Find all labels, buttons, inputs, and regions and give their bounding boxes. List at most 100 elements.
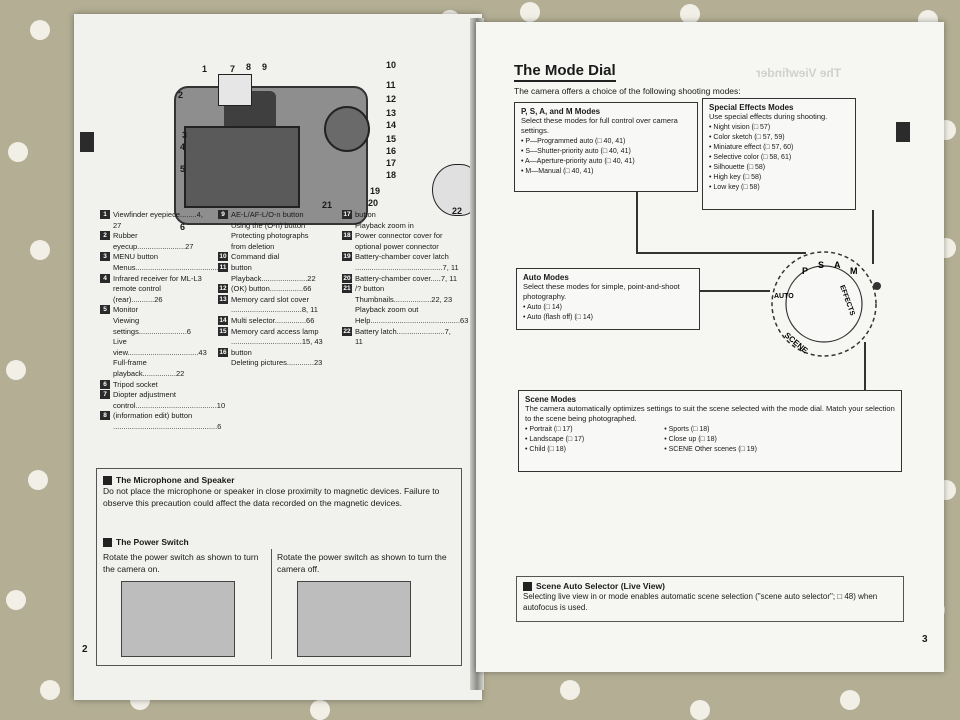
power-on-illustration [121,581,235,657]
callout-15: 15 [386,134,397,144]
callout-10: 10 [386,60,397,70]
callout-5: 5 [180,164,186,174]
callout-21: 21 [322,200,333,210]
list-item: Low key (□ 58) [709,183,849,193]
left-page: 1 2 3 4 5 6 7 8 9 10 11 12 13 14 15 16 1… [74,14,482,700]
connector-line [700,290,770,292]
note-icon [103,475,112,485]
callout-1: 1 [202,64,208,74]
list-item: Color sketch (□ 57, 59) [709,133,849,143]
box-title: Scene Modes [525,395,577,404]
callout-11: 11 [386,80,396,90]
box-title: Auto Modes [523,273,569,282]
list-item: M—Manual (□ 40, 41) [521,167,691,177]
callout-6: 6 [180,222,186,232]
callout-14: 14 [386,120,397,130]
note-text: Selecting live view in or mode enables a… [523,592,878,612]
callout-20: 20 [368,198,379,208]
box-description: Select these modes for simple, point-and… [523,282,680,301]
list-item: Child (□ 18) [525,445,584,455]
box-description: Select these modes for full control over… [521,116,678,135]
special-effects-box: Special Effects Modes Use special effect… [702,98,856,210]
callout-8: 8 [246,62,252,72]
dial-label-A: A [834,260,841,270]
section-tab [80,132,94,152]
note-title: Scene Auto Selector (Live View) [536,581,665,591]
list-item: Close up (□ 18) [664,435,757,445]
list-item: SCENE Other scenes (□ 19) [664,445,757,455]
monitor-illustration [184,126,300,208]
connector-line [636,252,806,254]
note-title: The Microphone and Speaker [116,475,235,485]
callout-22: 22 [452,206,463,216]
dial-label-auto: AUTO [774,293,794,300]
psam-modes-box: P, S, A, and M Modes Select these modes … [514,102,698,192]
power-on-text: Rotate the power switch as shown to turn… [103,552,259,574]
dial-indicator-dot [873,282,881,290]
list-item: High key (□ 58) [709,173,849,183]
box-description: Use special effects during shooting. [709,112,828,121]
divider [271,549,272,659]
callout-18: 18 [386,170,397,180]
right-page: The Viewfinder The Mode Dial The camera … [476,22,944,672]
callout-13: 13 [386,108,397,118]
connector-line [864,342,866,390]
list-item: S—Shutter-priority auto (□ 40, 41) [521,147,691,157]
list-item: Miniature effect (□ 57, 60) [709,143,849,153]
callout-16: 16 [386,146,397,156]
notes-box: The Microphone and Speaker Do not place … [96,468,462,666]
box-title: P, S, A, and M Modes [521,107,601,116]
note-icon [103,537,112,547]
page-number: 2 [82,644,88,655]
callout-4: 4 [180,142,186,152]
scene-modes-box: Scene Modes The camera automatically opt… [518,390,902,472]
list-item: Auto (flash off) (□ 14) [523,313,693,323]
list-item: Landscape (□ 17) [525,435,584,445]
power-switch-title: The Power Switch [116,537,189,547]
list-item: Portrait (□ 17) [525,425,584,435]
list-item: Selective color (□ 58, 61) [709,153,849,163]
callout-9: 9 [262,62,268,72]
callout-2: 2 [178,90,184,100]
power-switch-heading: The Power Switch [103,537,189,547]
list-item: Night vision (□ 57) [709,123,849,133]
power-off-illustration [297,581,411,657]
list-item: Sports (□ 18) [664,425,757,435]
list-item: 21/? button Thumbnails..................… [342,284,469,325]
callout-7: 7 [230,64,236,74]
callout-17: 17 [386,158,397,168]
connector-line [872,210,874,264]
list-item: 12(OK) button................66 [218,284,312,294]
page-number: 3 [922,634,928,645]
dial-label-S: S [818,260,824,270]
page-title: The Mode Dial [514,62,616,82]
camera-rear-diagram: 1 2 3 4 5 6 7 8 9 10 11 12 13 14 15 16 1… [114,44,480,232]
dial-label-P: P [802,266,808,276]
callout-12: 12 [386,94,397,104]
note-text: Do not place the microphone or speaker i… [103,486,440,508]
scene-auto-selector-note: Scene Auto Selector (Live View) Selectin… [516,576,904,622]
connector-line [636,192,638,252]
box-title: Special Effects Modes [709,103,794,112]
microphone-note: The Microphone and Speaker Do not place … [103,475,455,509]
